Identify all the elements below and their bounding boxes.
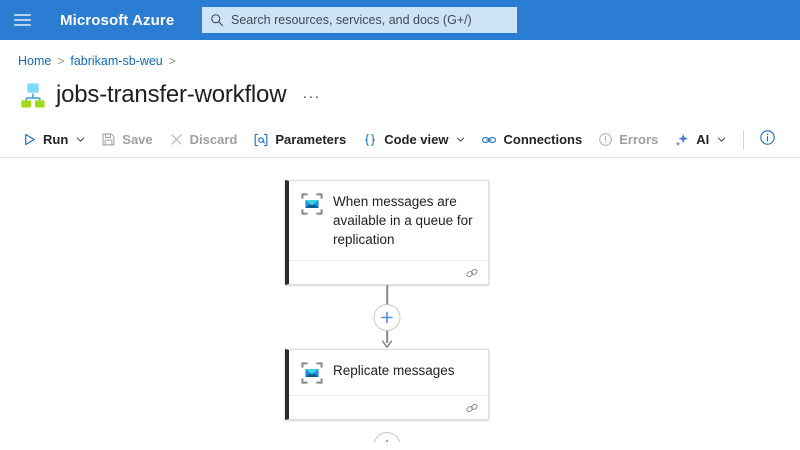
save-icon xyxy=(101,132,116,147)
page-title-row: jobs-transfer-workflow ··· xyxy=(0,70,800,110)
node-footer xyxy=(289,260,488,284)
node-label: Replicate messages xyxy=(333,363,455,378)
toolbar-divider xyxy=(743,129,745,150)
parameters-label: Parameters xyxy=(275,132,347,147)
ai-button[interactable]: AI xyxy=(666,125,734,155)
breadcrumb-separator: > xyxy=(57,54,65,68)
search-icon xyxy=(210,13,224,27)
hamburger-bar xyxy=(13,19,31,21)
azure-top-header: Microsoft Azure Search resources, servic… xyxy=(0,0,800,40)
chevron-down-icon xyxy=(76,135,85,144)
close-icon xyxy=(169,132,184,147)
breadcrumb-item-resource[interactable]: fabrikam-sb-weu xyxy=(70,54,163,68)
connector-line xyxy=(386,285,388,305)
link-icon xyxy=(481,132,497,148)
run-button[interactable]: Run xyxy=(14,125,93,155)
breadcrumb-separator: > xyxy=(168,54,176,68)
node-footer xyxy=(289,395,488,419)
run-label: Run xyxy=(43,132,69,147)
errors-button[interactable]: Errors xyxy=(590,125,666,155)
service-bus-icon xyxy=(301,193,323,215)
page-more-menu-button[interactable]: ··· xyxy=(302,88,321,105)
hamburger-icon[interactable] xyxy=(0,0,44,40)
breadcrumb-item-home[interactable]: Home xyxy=(18,54,52,68)
node-body: Replicate messages xyxy=(289,350,488,395)
chevron-down-icon xyxy=(456,135,465,144)
connections-label: Connections xyxy=(503,132,583,147)
azure-brand-link[interactable]: Microsoft Azure xyxy=(60,11,175,29)
plus-icon xyxy=(381,311,393,324)
parameters-icon xyxy=(253,132,269,148)
play-icon xyxy=(22,132,37,147)
info-icon xyxy=(759,129,776,151)
workflow-designer-canvas[interactable]: When messages are available in a queue f… xyxy=(0,158,800,442)
error-icon xyxy=(598,132,613,147)
braces-icon xyxy=(362,132,378,148)
ai-label: AI xyxy=(696,132,710,147)
errors-label: Errors xyxy=(619,132,659,147)
node-label: When messages are available in a queue f… xyxy=(333,194,473,247)
workflow-graph: When messages are available in a queue f… xyxy=(285,180,489,442)
connection-link-icon[interactable] xyxy=(465,401,479,415)
breadcrumb: Home > fabrikam-sb-weu > xyxy=(0,40,800,70)
sparkle-icon xyxy=(674,132,690,148)
discard-label: Discard xyxy=(189,132,238,147)
chevron-down-icon xyxy=(717,135,726,144)
code-view-button[interactable]: Code view xyxy=(354,125,473,155)
node-body: When messages are available in a queue f… xyxy=(289,181,488,260)
global-search-placeholder: Search resources, services, and docs (G+… xyxy=(231,13,472,27)
service-bus-icon xyxy=(301,362,323,384)
arrow-head-icon xyxy=(381,340,393,349)
hamburger-bar xyxy=(13,24,31,26)
page-title: jobs-transfer-workflow xyxy=(56,80,287,108)
discard-button[interactable]: Discard xyxy=(161,125,246,155)
parameters-button[interactable]: Parameters xyxy=(245,125,354,155)
hamburger-bar xyxy=(13,14,31,16)
connector-line xyxy=(386,329,388,343)
workflow-node-trigger[interactable]: When messages are available in a queue f… xyxy=(285,180,489,285)
workflow-node-action[interactable]: Replicate messages xyxy=(285,349,489,420)
connections-button[interactable]: Connections xyxy=(473,125,590,155)
global-search-box[interactable]: Search resources, services, and docs (G+… xyxy=(202,7,517,33)
connection-link-icon[interactable] xyxy=(465,266,479,280)
insert-action-button[interactable] xyxy=(373,304,401,331)
code-view-label: Code view xyxy=(384,132,449,147)
save-label: Save xyxy=(122,132,153,147)
logic-app-icon xyxy=(18,80,48,110)
plus-icon xyxy=(386,439,388,442)
connector-trigger-to-action xyxy=(285,285,489,349)
save-button[interactable]: Save xyxy=(93,125,160,155)
command-bar: Run Save Discard xyxy=(0,122,800,158)
connector-end xyxy=(285,420,489,442)
info-button[interactable] xyxy=(753,126,781,154)
append-action-button[interactable] xyxy=(373,432,401,442)
